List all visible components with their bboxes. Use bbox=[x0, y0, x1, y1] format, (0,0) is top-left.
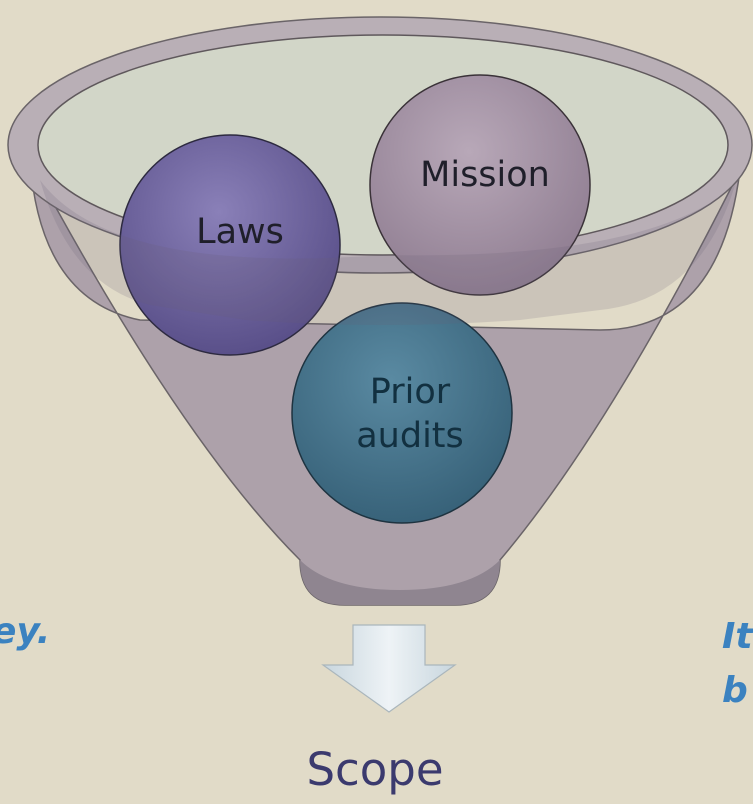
circle-prior-audits bbox=[291, 302, 513, 524]
prior-audits-label-line1: Prior bbox=[369, 372, 451, 412]
right-side-text-line2: b bbox=[722, 670, 748, 711]
funnel-front-overlay bbox=[40, 180, 735, 325]
scope-label: Scope bbox=[306, 743, 444, 796]
circle-laws bbox=[119, 134, 341, 356]
right-side-text-fragment: It b bbox=[722, 610, 753, 718]
prior-audits-label-line2: audits bbox=[356, 416, 464, 456]
right-side-text-line1: It bbox=[722, 616, 753, 657]
down-arrow bbox=[321, 624, 457, 713]
left-side-text-fragment: ey. bbox=[0, 611, 51, 652]
laws-label: Laws bbox=[196, 212, 284, 252]
circle-mission bbox=[369, 74, 591, 296]
funnel-cone-shadow bbox=[300, 560, 500, 605]
mission-label: Mission bbox=[420, 155, 550, 195]
prior-audits-label: Prior audits bbox=[330, 370, 490, 458]
